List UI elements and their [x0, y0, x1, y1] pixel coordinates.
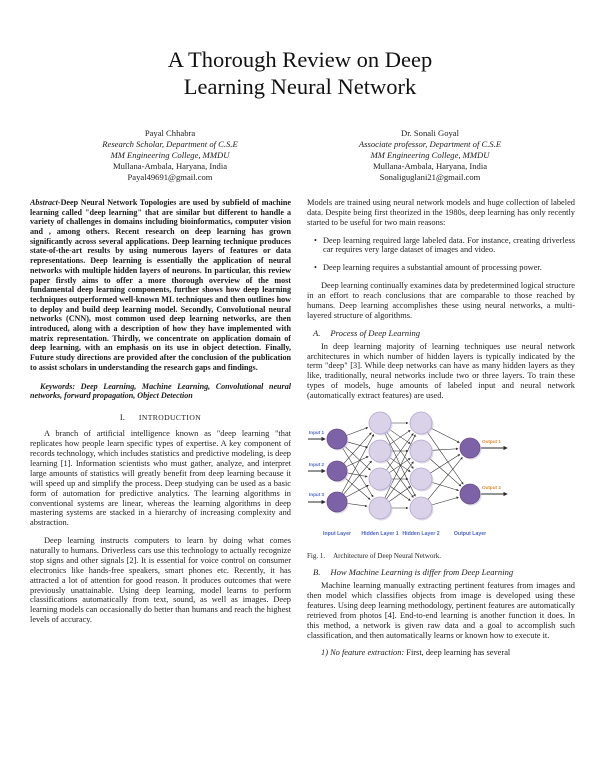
author-1-affiliation: MM Engineering College, MMDU — [110, 149, 230, 160]
no-feature-extraction-text: First, deep learning has several — [404, 648, 511, 658]
input-2-label: Input 2 — [309, 462, 325, 467]
subsection-a-number: A. — [313, 327, 321, 338]
nn-node — [409, 411, 433, 435]
nn-node — [459, 483, 481, 505]
figure-number: Fig. 1. — [307, 551, 326, 560]
subsection-heading-b: B. How Machine Learning is differ from De… — [307, 567, 575, 577]
nn-node — [368, 496, 392, 520]
nn-node — [326, 460, 348, 482]
hidden-layer-2-label: Hidden Layer 2 — [402, 531, 439, 537]
intro-paragraph-1: A branch of artificial intelligence know… — [30, 429, 291, 528]
section-title: INTRODUCTION — [138, 412, 202, 422]
author-2-email: Sonaliguglani21@gmail.com — [379, 171, 481, 182]
nn-node — [409, 467, 433, 491]
abstract: Abstract-Deep Neural Network Topologies … — [30, 198, 291, 373]
nn-node — [368, 411, 392, 435]
nn-nodes — [326, 411, 482, 521]
input-1-label: Input 1 — [309, 430, 325, 435]
nn-node — [409, 439, 433, 463]
nn-node — [326, 428, 348, 450]
left-column: Abstract-Deep Neural Network Topologies … — [30, 198, 291, 658]
section-number: I. — [119, 411, 125, 422]
author-2-affiliation: MM Engineering College, MMDU — [370, 149, 490, 160]
neural-network-diagram: Input 1 Input 2 Input 3 Output 1 Output … — [308, 411, 508, 537]
keywords: Keywords: Deep Learning, Machine Learnin… — [30, 381, 291, 401]
right-paragraph-1: Models are trained using neural network … — [307, 197, 575, 227]
bullet-item-2: Deep learning requires a substantial amo… — [307, 263, 575, 273]
no-feature-extraction-label: 1) No feature extraction: — [321, 648, 405, 658]
output-layer-label: Output Layer — [454, 531, 486, 537]
input-layer-label: Input Layer — [323, 531, 351, 537]
abstract-label: Abstract- — [30, 197, 61, 207]
author-2: Dr. Sonali Goyal Associate professor, De… — [300, 128, 560, 183]
nn-node — [368, 467, 392, 491]
right-paragraph-2: Deep learning continually examines data … — [307, 281, 575, 320]
nn-node — [409, 496, 433, 520]
output-1-label: Output 1 — [482, 439, 501, 444]
title-line-2: Learning Neural Network — [183, 74, 417, 100]
author-1-name: Payal Chhabra — [144, 127, 196, 138]
two-column-body: Abstract-Deep Neural Network Topologies … — [0, 198, 600, 658]
title-line-1: A Thorough Review on Deep — [167, 47, 433, 72]
author-1: Payal Chhabra Research Scholar, Departme… — [40, 128, 300, 183]
author-2-role: Associate professor, Department of C.S.E — [358, 138, 502, 149]
output-2-label: Output 2 — [482, 485, 501, 490]
page-title: A Thorough Review on Deep Learning Neura… — [0, 46, 600, 101]
subsection-a-title: Process of Deep Learning — [330, 327, 421, 338]
right-paragraph-4: Machine learning manually extracting per… — [307, 581, 575, 640]
author-1-email: Payal49691@gmail.com — [127, 171, 213, 182]
author-2-name: Dr. Sonali Goyal — [400, 127, 459, 138]
nn-layer-labels: Input Layer Hidden Layer 1 Hidden Layer … — [323, 531, 486, 537]
right-paragraph-3: In deep learning majority of learning te… — [307, 341, 575, 401]
nn-node — [326, 491, 348, 513]
nn-node — [459, 437, 481, 459]
subsection-b-title: How Machine Learning is differ from Deep… — [330, 567, 514, 578]
figure-1: Input 1 Input 2 Input 3 Output 1 Output … — [307, 411, 575, 544]
abstract-text: Deep Neural Network Topologies are used … — [30, 197, 291, 372]
nn-edges — [308, 421, 508, 510]
nn-output-labels: Output 1 Output 2 — [482, 439, 501, 490]
author-block: Payal Chhabra Research Scholar, Departme… — [0, 128, 600, 183]
input-3-label: Input 3 — [309, 492, 325, 497]
nn-input-labels: Input 1 Input 2 Input 3 — [309, 430, 325, 497]
hidden-layer-1-label: Hidden Layer 1 — [361, 531, 398, 537]
right-paragraph-5: 1) No feature extraction: First, deep le… — [307, 648, 575, 658]
author-2-location: Mullana-Ambala, Haryana, India — [372, 160, 488, 171]
author-1-role: Research Scholar, Department of C.S.E — [102, 138, 238, 149]
subsection-b-number: B. — [313, 567, 321, 578]
bullet-item-1: Deep learning required large labeled dat… — [307, 236, 575, 256]
intro-paragraph-2: Deep learning instructs computers to lea… — [30, 536, 291, 625]
section-heading-introduction: I. INTRODUCTION — [30, 412, 291, 423]
nn-node — [368, 439, 392, 463]
right-column: Models are trained using neural network … — [307, 198, 575, 658]
subsection-heading-a: A. Process of Deep Learning — [307, 328, 575, 338]
figure-caption-text: Architecture of Deep Neural Network. — [333, 551, 441, 560]
author-1-location: Mullana-Ambala, Haryana, India — [112, 160, 228, 171]
figure-1-caption: Fig. 1. Architecture of Deep Neural Netwo… — [307, 552, 575, 560]
